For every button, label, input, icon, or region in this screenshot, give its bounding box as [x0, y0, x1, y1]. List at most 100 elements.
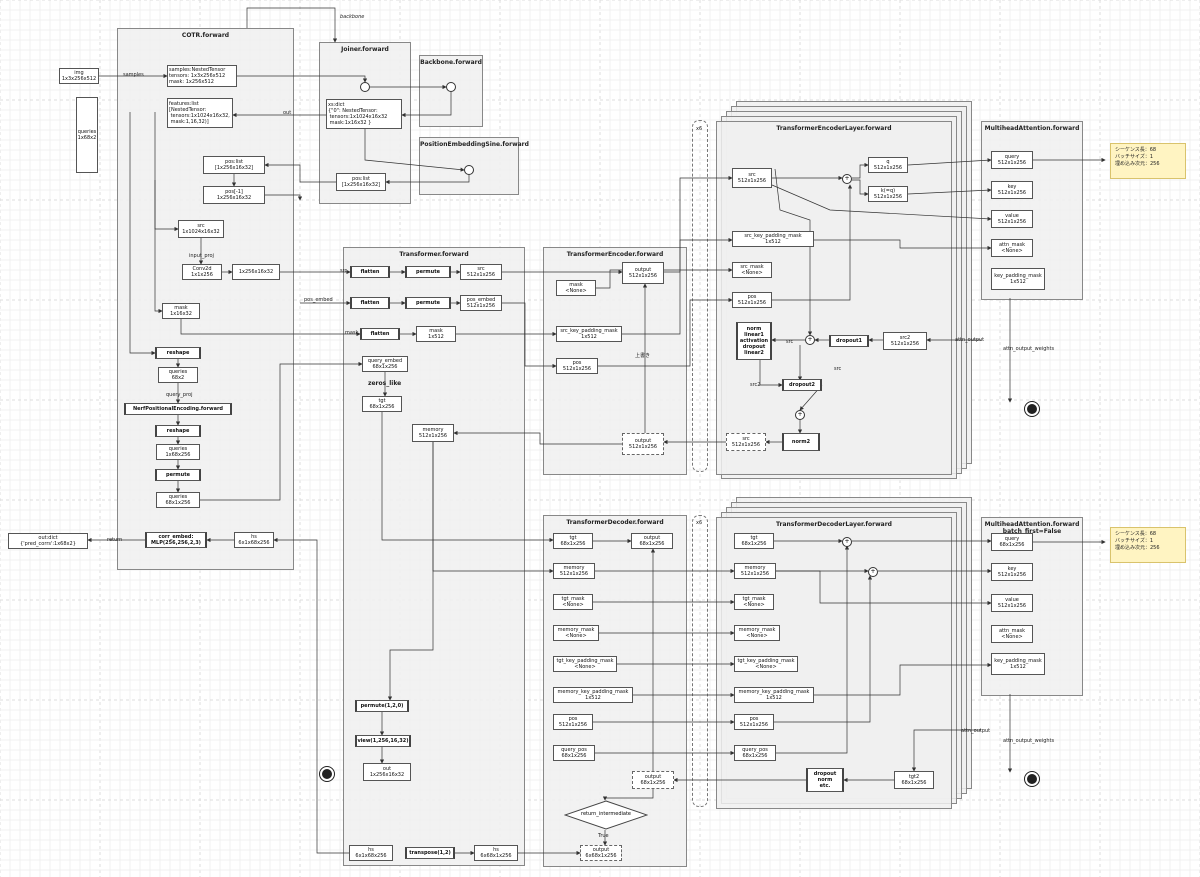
node-hs-t1: hs 6x1x68x256 [349, 845, 393, 861]
node-dl-tgtmask: tgt_mask <None> [734, 594, 774, 610]
label-zeros-like: zeros_like [368, 380, 402, 387]
node-dl-memmask: memory_mask <None> [734, 625, 780, 641]
connector-94 [602, 789, 654, 801]
node-dec-tgtmask: tgt_mask <None> [553, 594, 593, 610]
connector-49 [598, 297, 733, 367]
posemb-circle [464, 165, 474, 175]
connector-10 [265, 194, 303, 201]
connector-47 [664, 175, 733, 273]
connector-42 [273, 537, 349, 854]
label-attn-output-1: attn_output [955, 337, 985, 343]
node-hs-cotr: hs 6x1x68x256 [234, 532, 274, 548]
connector-35 [381, 412, 554, 543]
node-el-pos: pos 512x1x256 [732, 292, 772, 308]
label-src: src [340, 268, 348, 274]
node-el-dropout1: dropout1 [829, 335, 869, 347]
frame-transformer: Transformer.forward [343, 247, 525, 866]
connector-23 [502, 302, 557, 369]
connector-78 [776, 570, 992, 606]
frame-title-transformer: Transformer.forward [399, 251, 469, 258]
connector-65 [759, 360, 783, 388]
x6-decoder-bracket [692, 515, 708, 807]
node-pos-joiner: pos:list [1x256x16x32] [336, 173, 386, 191]
node-permute-c: permute [155, 469, 201, 481]
node-el-src-out: src 512x1x256 [726, 433, 766, 451]
node-queries-1: queries 1x68x256 [156, 444, 200, 460]
node-permute120: permute(1,2,0) [355, 700, 409, 712]
node-dl-tgt2: tgt2 68x1x256 [894, 771, 934, 789]
node-m1-query: query 512x1x256 [991, 151, 1033, 169]
node-features: features:list [NestedTensor: tensors:1x1… [167, 98, 233, 128]
node-corr-embed: corr_embed: MLP(256,256,2,3) [145, 532, 207, 548]
connector-3 [401, 92, 452, 118]
node-dec-memmask: memory_mask <None> [553, 625, 599, 641]
node-out-t: out 1x256x16x32 [363, 763, 411, 781]
node-dl-qpos: query_pos 68x1x256 [734, 745, 776, 761]
dl-add-circle-1: + [842, 537, 852, 547]
connector-88 [776, 545, 850, 754]
node-dec-mkpm: memory_key_padding_mask 1x512 [553, 687, 633, 703]
frame-title-cotr: COTR.forward [181, 32, 230, 39]
connector-54 [907, 158, 992, 166]
node-hs-t2: hs 6x68x1x256 [474, 845, 518, 861]
node-m2-key: key 512x1x256 [991, 563, 1033, 581]
connector-58 [772, 184, 853, 301]
node-m2-kpm: key_padding_mask 1x512 [991, 653, 1045, 675]
label-src2: src2 [750, 382, 761, 388]
frame-title-encoder-layer: TransformerEncoderLayer.forward [776, 125, 892, 132]
connector-57 [814, 239, 992, 251]
node-m2-attn: attn_mask <None> [991, 625, 1033, 643]
node-m1-kpm: key_padding_mask 1x512 [991, 268, 1045, 290]
label-query-proj: query_proj [166, 392, 193, 398]
end-marker-3 [319, 766, 335, 782]
note-sequence-1: シーケンス長：68 バッチサイズ：1 埋め込み次元：256 [1110, 143, 1186, 179]
connector-50 [596, 267, 733, 289]
node-dl-mkpm: memory_key_padding_mask 1x512 [734, 687, 814, 703]
node-el-src2: src2 512x1x256 [883, 332, 927, 350]
node-dec-output: output 68x1x256 [631, 533, 673, 549]
frame-title-decoder: TransformerDecoder.forward [566, 519, 664, 526]
node-dl-tgt: tgt 68x1x256 [734, 533, 774, 549]
node-m1-key: key 512x1x256 [991, 181, 1033, 199]
connector-37 [432, 442, 554, 574]
node-src-t: src 512x1x256 [460, 264, 502, 280]
label-true: True [598, 833, 609, 839]
label-x6-dec: x6 [696, 520, 703, 526]
connector-16 [180, 319, 361, 337]
node-out-dict: out:dict {'pred_corrs':1x68x2} [8, 533, 88, 549]
node-img: img 1x3x256x512 [59, 68, 99, 84]
node-dec-pos: pos 512x1x256 [553, 714, 593, 730]
label-src-b: src [834, 366, 842, 372]
connector-7 [385, 175, 470, 185]
label-input-proj: input_proj [189, 253, 214, 259]
frame-title-joiner: Joiner.forward [341, 46, 389, 53]
node-queries-in: queries 1x68x2 [76, 97, 98, 173]
connector-90 [911, 729, 981, 772]
node-pos-embed: pos_embed 512x1x256 [460, 295, 502, 311]
node-el-srcmask: src_mask <None> [732, 262, 772, 278]
node-queries-68: queries 68x1x256 [156, 492, 200, 508]
node-flatten1: flatten [350, 266, 390, 278]
label-attn-output-weights-1: attn_output_weights [1003, 346, 1055, 352]
el-add-circle-2: + [805, 335, 815, 345]
node-enc-skpm: src_key_padding_mask 1x512 [556, 326, 622, 342]
node-xs-dict: xs:dict {"0": NestedTensor: tensors:1x10… [326, 99, 402, 129]
node-permute2: permute [405, 297, 451, 309]
node-reshape1: reshape [155, 347, 201, 359]
end-marker-2 [1024, 771, 1040, 787]
label-attn-output-2: attn_output [961, 728, 991, 734]
connector-53 [852, 179, 869, 197]
node-view: view(1,256,16,32) [355, 735, 411, 747]
node-conv2d: Conv2d 1x1x256 [182, 264, 222, 280]
node-c256: 1x256x16x32 [232, 264, 280, 280]
node-m1-value: value 512x1x256 [991, 210, 1033, 228]
node-samples: samples:NestedTensor tensors: 1x3x256x51… [167, 65, 237, 87]
connector-56 [771, 184, 992, 221]
node-mask-t: mask 1x512 [416, 326, 456, 342]
node-dec-output3: output 6x68x1x256 [580, 845, 622, 861]
node-m1-attn: attn_mask <None> [991, 239, 1033, 257]
connector-26 [129, 112, 156, 356]
label-attn-output-weights-2: attn_output_weights [1003, 738, 1055, 744]
